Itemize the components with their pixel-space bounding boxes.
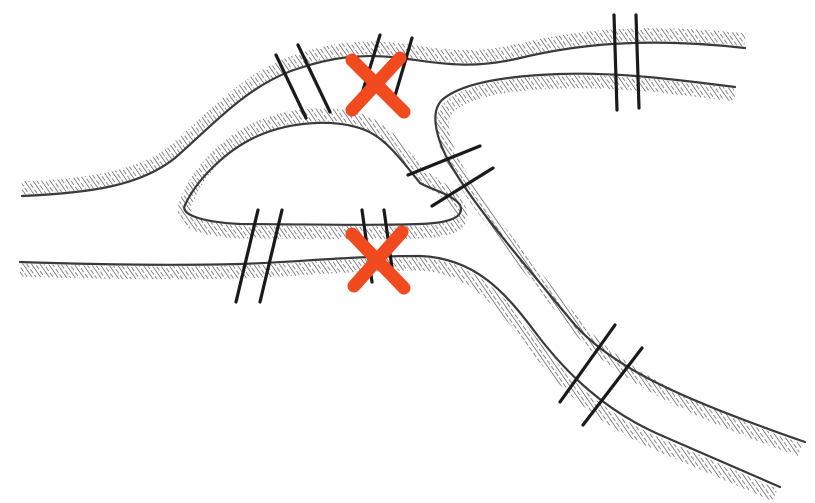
- x-mark-icon: [352, 58, 404, 112]
- east-land-line: [435, 74, 805, 442]
